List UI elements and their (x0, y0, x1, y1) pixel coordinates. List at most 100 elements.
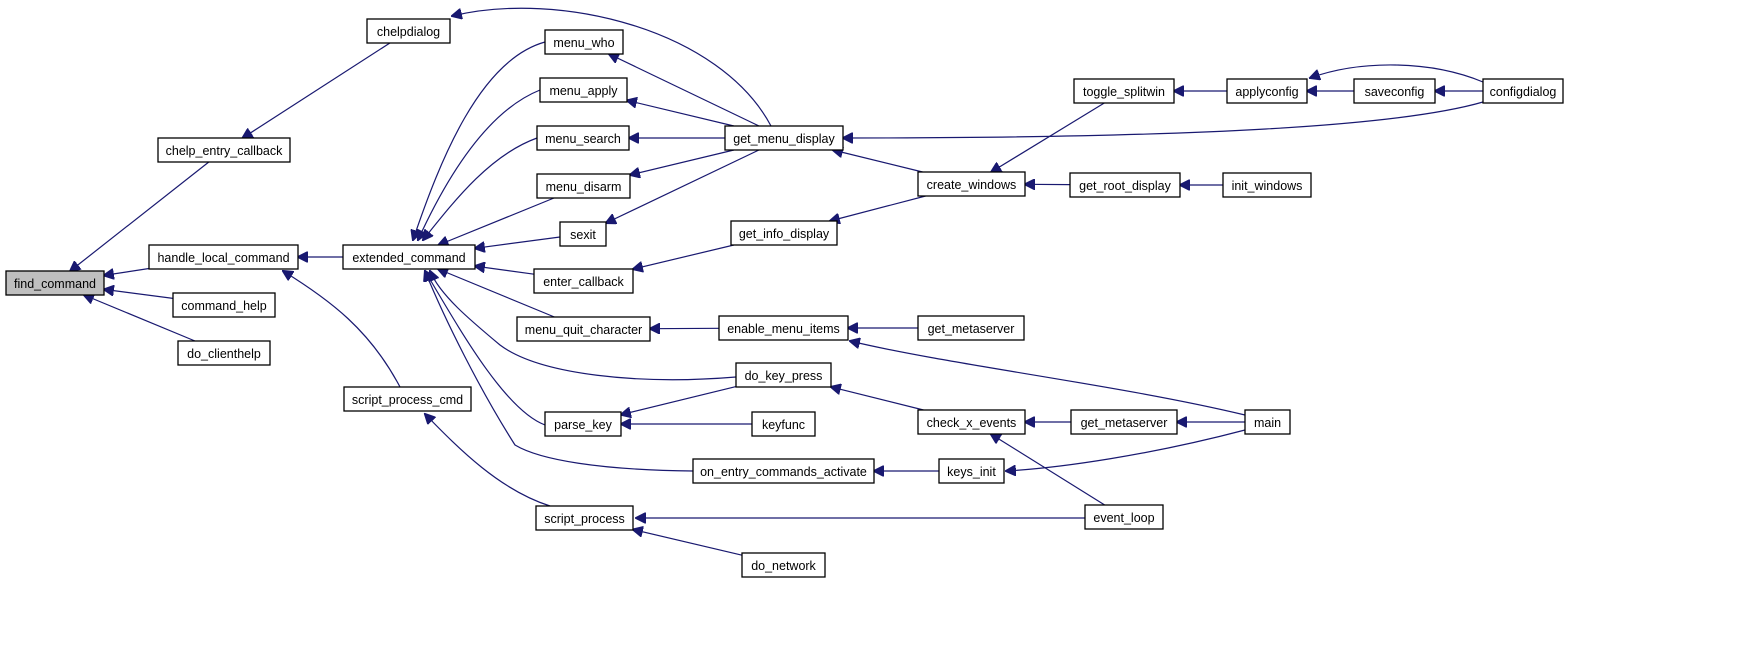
node-box[interactable] (5, 270, 105, 296)
node-saveconfig[interactable]: saveconfig (1353, 78, 1436, 104)
node-configdialog[interactable]: configdialog (1482, 78, 1564, 104)
node-box[interactable] (157, 137, 291, 163)
node-do-network[interactable]: do_network (741, 552, 826, 578)
node-label: script_process (544, 512, 625, 526)
node-enable-menu-items[interactable]: enable_menu_items (718, 315, 849, 341)
node-box[interactable] (730, 220, 838, 246)
node-box[interactable] (544, 411, 622, 437)
node-box[interactable] (148, 244, 299, 270)
node-parse-key[interactable]: parse_key (544, 411, 622, 437)
edge-menu-search-to-extended-command (423, 137, 538, 240)
edge-do-clienthelp-to-find-command (84, 295, 196, 342)
edge-event-loop-to-check-x-events (991, 434, 1106, 506)
node-box[interactable] (544, 29, 624, 55)
node-box[interactable] (917, 409, 1026, 435)
node-box[interactable] (1073, 78, 1175, 104)
node-box[interactable] (343, 386, 472, 412)
node-label: command_help (181, 299, 267, 313)
node-create-windows[interactable]: create_windows (917, 171, 1026, 197)
node-box[interactable] (1353, 78, 1436, 104)
node-box[interactable] (536, 125, 630, 151)
node-box[interactable] (1244, 409, 1291, 435)
node-label: menu_quit_character (525, 323, 642, 337)
edge-script-process-cmd-to-handle-local-command (283, 271, 401, 388)
node-box[interactable] (692, 458, 875, 484)
node-applyconfig[interactable]: applyconfig (1226, 78, 1308, 104)
node-box[interactable] (533, 268, 634, 294)
node-box[interactable] (342, 244, 476, 270)
node-on-entry-commands-activate[interactable]: on_entry_commands_activate (692, 458, 875, 484)
node-box[interactable] (1226, 78, 1308, 104)
node-box[interactable] (177, 340, 271, 366)
node-enter-callback[interactable]: enter_callback (533, 268, 634, 294)
node-box[interactable] (1222, 172, 1312, 198)
node-keys-init[interactable]: keys_init (938, 458, 1005, 484)
node-keyfunc[interactable]: keyfunc (751, 411, 816, 437)
node-get-metaserver-b[interactable]: get_metaserver (1070, 409, 1178, 435)
node-box[interactable] (535, 505, 634, 531)
node-extended-command[interactable]: extended_command (342, 244, 476, 270)
node-get-menu-display[interactable]: get_menu_display (724, 125, 844, 151)
node-do-clienthelp[interactable]: do_clienthelp (177, 340, 271, 366)
node-box[interactable] (516, 316, 651, 342)
node-label: do_network (751, 559, 816, 573)
node-box[interactable] (718, 315, 849, 341)
edge-menu-who-to-extended-command (413, 41, 546, 240)
node-chelp-entry-callback[interactable]: chelp_entry_callback (157, 137, 291, 163)
node-box[interactable] (724, 125, 844, 151)
node-menu-search[interactable]: menu_search (536, 125, 630, 151)
node-box[interactable] (917, 171, 1026, 197)
node-box[interactable] (536, 173, 631, 199)
node-toggle-splitwin[interactable]: toggle_splitwin (1073, 78, 1175, 104)
node-box[interactable] (366, 18, 451, 44)
edge-menu-quit-character-to-extended-command (438, 269, 555, 318)
node-check-x-events[interactable]: check_x_events (917, 409, 1026, 435)
node-box[interactable] (751, 411, 816, 437)
node-label: enable_menu_items (727, 322, 840, 336)
node-box[interactable] (938, 458, 1005, 484)
node-box[interactable] (741, 552, 826, 578)
node-label: get_info_display (739, 227, 830, 241)
node-get-root-display[interactable]: get_root_display (1069, 172, 1181, 198)
node-label: get_menu_display (733, 132, 835, 146)
node-sexit[interactable]: sexit (559, 221, 607, 247)
node-label: get_root_display (1079, 179, 1171, 193)
node-chelpdialog[interactable]: chelpdialog (366, 18, 451, 44)
edge-get-menu-display-to-sexit (606, 149, 760, 223)
node-label: do_clienthelp (187, 347, 261, 361)
node-find-command[interactable]: find_command (5, 270, 105, 296)
node-label: menu_apply (549, 84, 618, 98)
edge-main-to-enable-menu-items (850, 341, 1246, 416)
node-handle-local-command[interactable]: handle_local_command (148, 244, 299, 270)
node-get-metaserver-a[interactable]: get_metaserver (917, 315, 1025, 341)
node-get-info-display[interactable]: get_info_display (730, 220, 838, 246)
node-event-loop[interactable]: event_loop (1084, 504, 1164, 530)
node-init-windows[interactable]: init_windows (1222, 172, 1312, 198)
edge-chelp-entry-callback-to-find-command (70, 161, 210, 271)
node-label: chelpdialog (377, 25, 440, 39)
node-box[interactable] (1482, 78, 1564, 104)
node-box[interactable] (1084, 504, 1164, 530)
node-script-process-cmd[interactable]: script_process_cmd (343, 386, 472, 412)
node-menu-quit-character[interactable]: menu_quit_character (516, 316, 651, 342)
node-box[interactable] (559, 221, 607, 247)
node-main[interactable]: main (1244, 409, 1291, 435)
node-menu-disarm[interactable]: menu_disarm (536, 173, 631, 199)
node-box[interactable] (917, 315, 1025, 341)
node-box[interactable] (539, 77, 628, 103)
node-box[interactable] (735, 362, 832, 388)
node-box[interactable] (172, 292, 276, 318)
edge-main-to-keys-init (1006, 429, 1246, 471)
node-command-help[interactable]: command_help (172, 292, 276, 318)
node-box[interactable] (1069, 172, 1181, 198)
edge-toggle-splitwin-to-create-windows (991, 102, 1105, 172)
node-label: script_process_cmd (352, 393, 463, 407)
node-menu-apply[interactable]: menu_apply (539, 77, 628, 103)
node-menu-who[interactable]: menu_who (544, 29, 624, 55)
edge-menu-apply-to-extended-command (418, 89, 541, 240)
node-box[interactable] (1070, 409, 1178, 435)
node-label: sexit (570, 228, 596, 242)
node-label: menu_search (545, 132, 621, 146)
node-do-key-press[interactable]: do_key_press (735, 362, 832, 388)
node-script-process[interactable]: script_process (535, 505, 634, 531)
